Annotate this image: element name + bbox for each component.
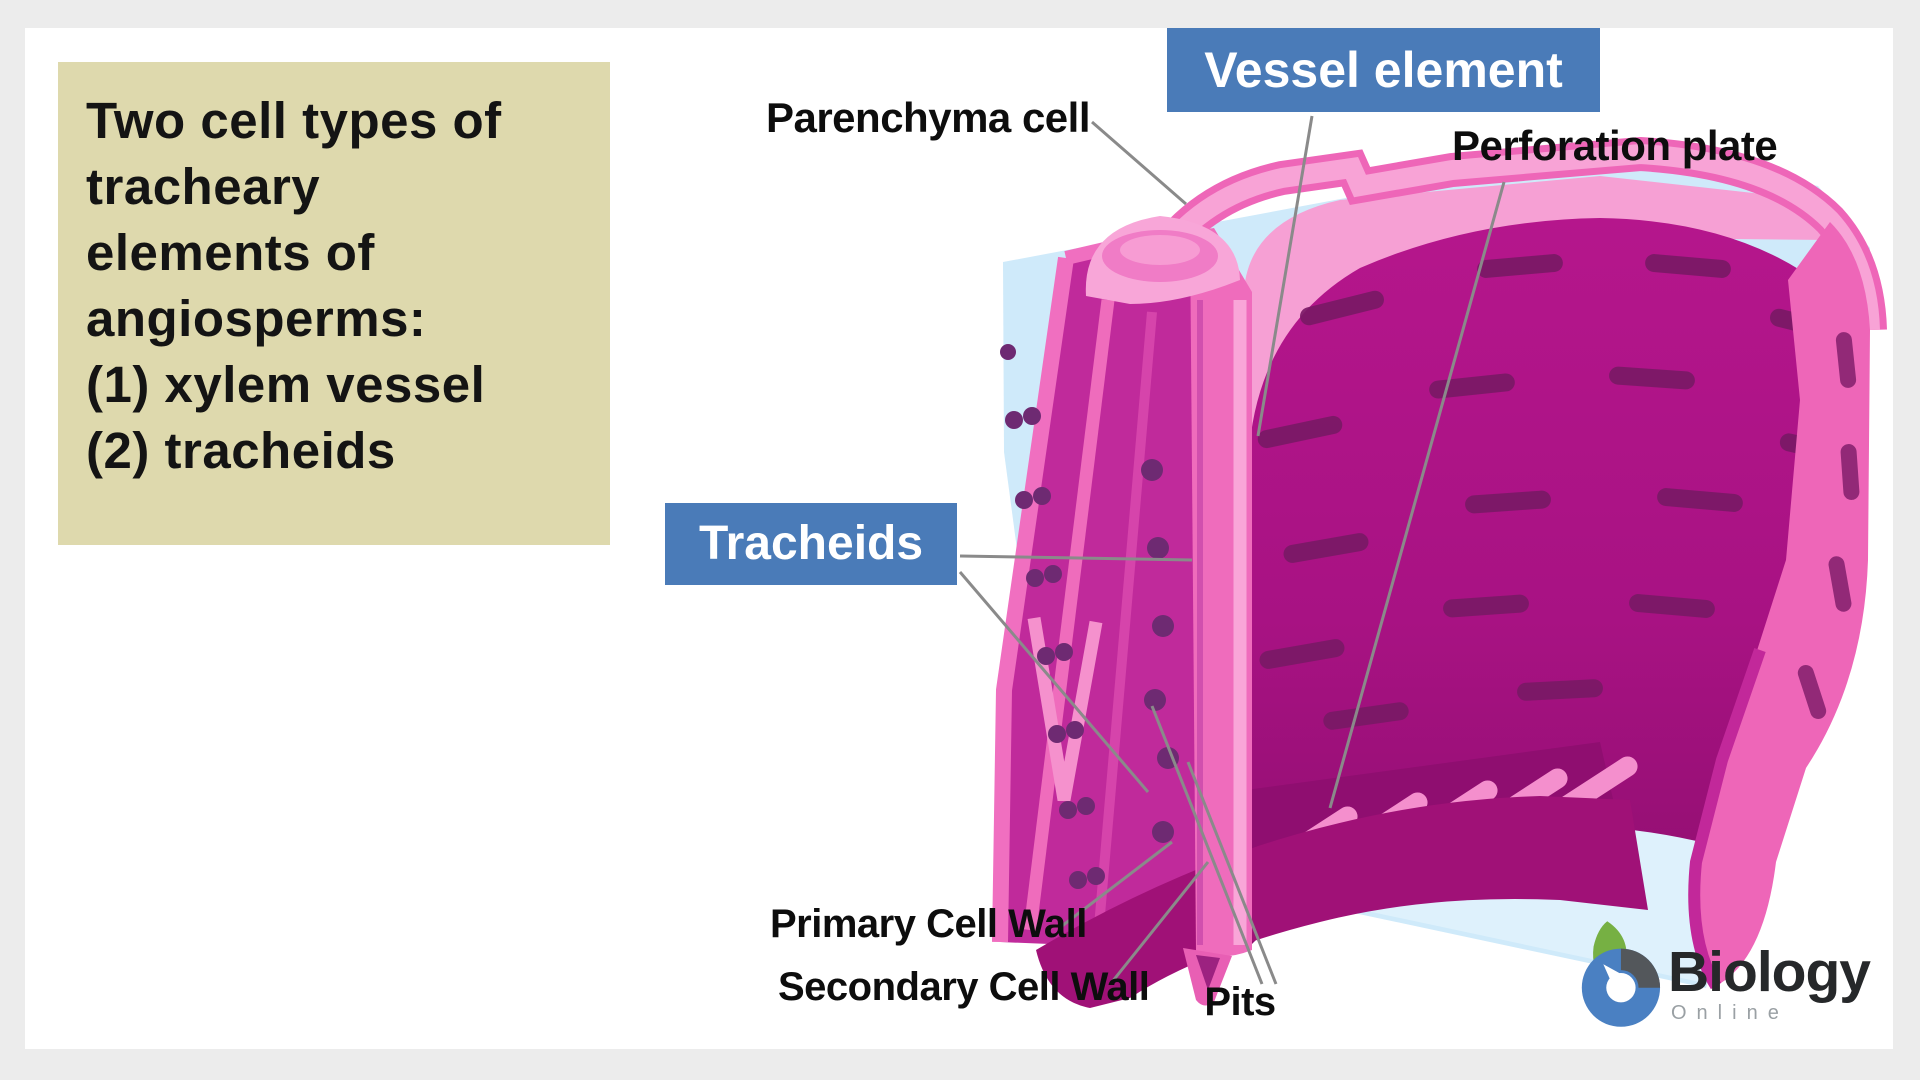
primary-wall-leader [1061, 840, 1173, 928]
note-line: angiosperms: [86, 290, 427, 347]
note-line: Two cell types of [86, 92, 502, 149]
biology-online-logo-icon [1581, 921, 1661, 1027]
logo-name: Biology [1668, 940, 1871, 1004]
title-note-box: Two cell types of tracheary elements of … [58, 62, 610, 545]
pits-leader-a [1150, 705, 1264, 985]
note-line: (1) xylem vessel [86, 356, 486, 413]
pits-label: Pits [1204, 980, 1276, 1024]
parenchyma-leader [1091, 120, 1187, 206]
vessel-element-cell [1036, 136, 1887, 1008]
logo-text: Biology Online [1668, 940, 1871, 1024]
biology-online-logo: Biology Online [1574, 918, 1871, 1030]
secondary-cell-wall-label: Secondary Cell Wall [778, 965, 1150, 1009]
perforation-leader [1328, 181, 1506, 809]
note-line: tracheary [86, 158, 321, 215]
pits-leader-b [1186, 761, 1278, 985]
parenchyma-cell-label: Parenchyma cell [765, 94, 1091, 141]
right-wall [1694, 222, 1870, 986]
vessel-element-label: Vessel element [1167, 28, 1600, 112]
parenchyma-cell [1085, 216, 1240, 304]
note-line: (2) tracheids [86, 422, 396, 479]
leader-lines [958, 115, 1506, 985]
primary-cell-wall-label: Primary Cell Wall [770, 902, 1087, 946]
tracheids-label: Tracheids [665, 503, 957, 585]
logo-subtitle: Online [1671, 1002, 1789, 1024]
tracheids-leader-b [958, 571, 1150, 793]
note-line: elements of [86, 224, 375, 281]
right-wall-dashes [1797, 332, 1860, 720]
tracheids-cells [992, 231, 1196, 950]
tracheids-leader-a [959, 554, 1193, 562]
vessel-leader [1256, 115, 1314, 437]
perforation-plate-label: Perforation plate [1452, 122, 1778, 169]
secondary-wall-leader [1110, 861, 1210, 983]
